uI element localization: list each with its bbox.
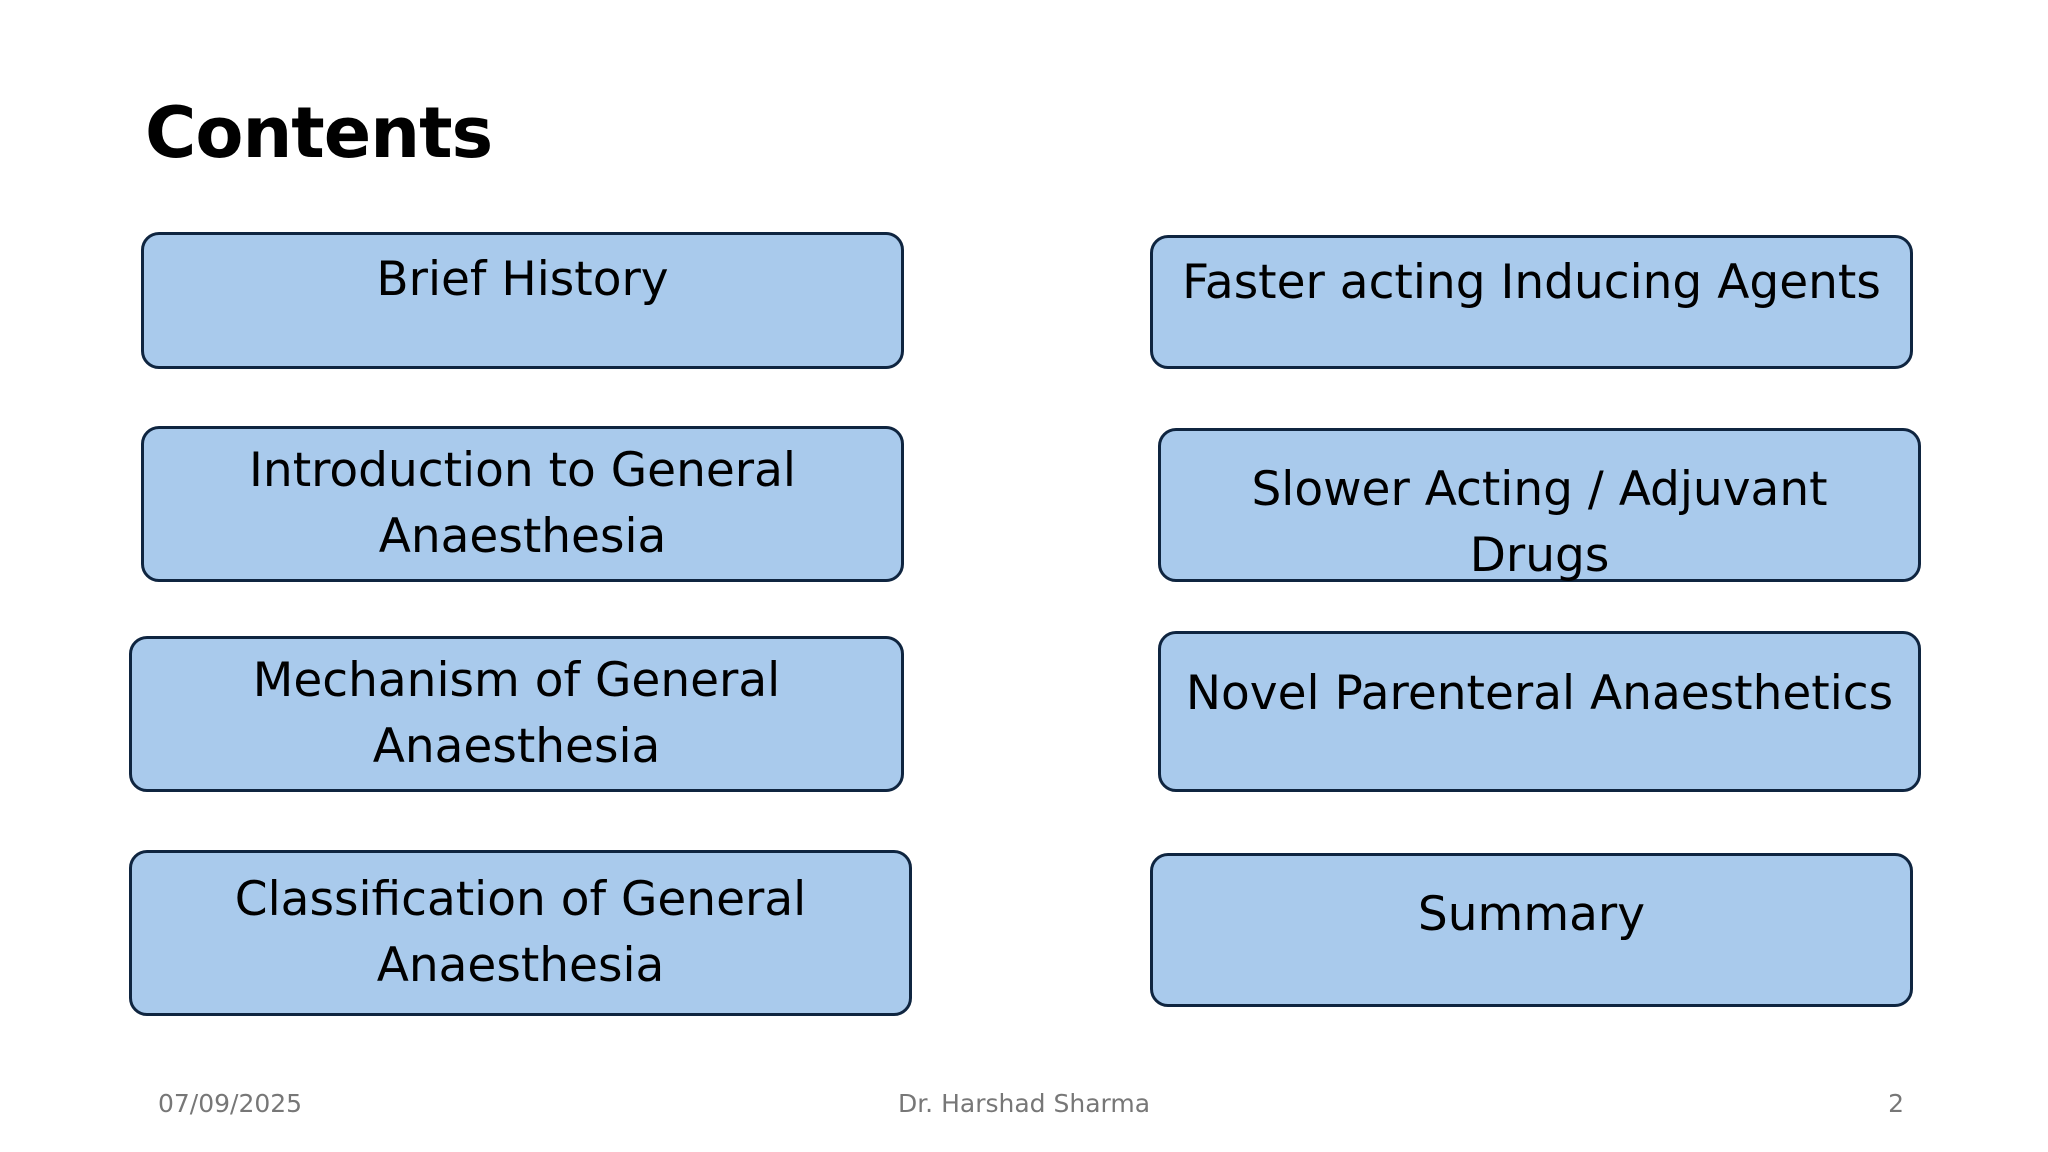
contents-box-novel-parenteral: Novel Parenteral Anaesthetics <box>1158 631 1921 792</box>
footer-date: 07/09/2025 <box>158 1089 303 1118</box>
contents-box-label: Slower Acting / Adjuvant Drugs <box>1251 462 1828 583</box>
contents-box-label: Mechanism of General Anaesthesia <box>252 653 781 774</box>
contents-box-label: Faster acting Inducing Agents <box>1182 255 1881 310</box>
contents-box-faster-acting: Faster acting Inducing Agents <box>1150 235 1913 369</box>
contents-box-label: Novel Parenteral Anaesthetics <box>1185 666 1894 721</box>
contents-box-brief-history: Brief History <box>141 232 904 369</box>
footer-author: Dr. Harshad Sharma <box>897 1089 1151 1118</box>
contents-box-introduction: Introduction to General Anaesthesia <box>141 426 904 582</box>
contents-box-label: Classification of General Anaesthesia <box>234 872 807 993</box>
contents-box-summary: Summary <box>1150 853 1913 1007</box>
slide-title: Contents <box>145 92 493 174</box>
footer-page-number: 2 <box>1888 1089 1904 1118</box>
contents-box-classification: Classification of General Anaesthesia <box>129 850 912 1016</box>
contents-box-label: Brief History <box>376 252 669 307</box>
contents-box-label: Introduction to General Anaesthesia <box>249 443 796 564</box>
contents-box-slower-acting: Slower Acting / Adjuvant Drugs <box>1158 428 1921 583</box>
contents-box-mechanism: Mechanism of General Anaesthesia <box>129 636 904 792</box>
contents-box-label: Summary <box>1417 887 1646 942</box>
